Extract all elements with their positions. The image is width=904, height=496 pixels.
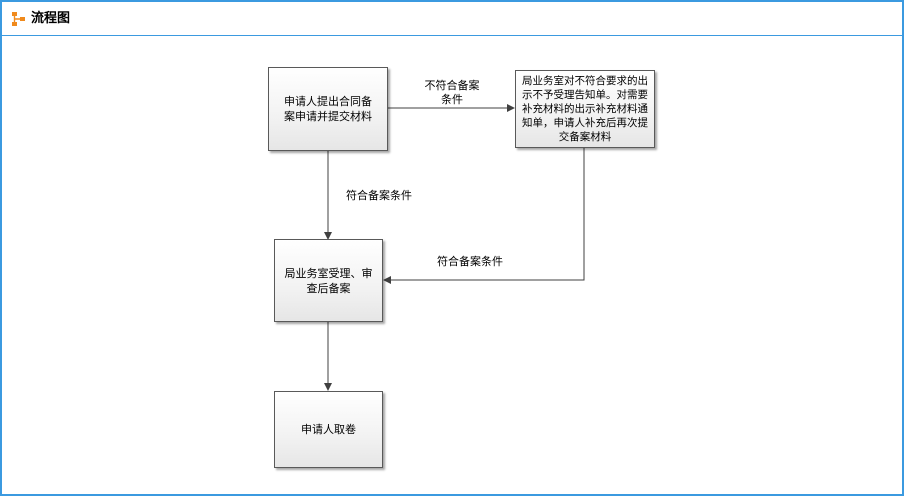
edge-label-not-meet-line1: 不符合备案 bbox=[424, 79, 480, 92]
connector-layer bbox=[324, 104, 585, 391]
node-collect: 申请人取卷 bbox=[274, 391, 383, 468]
edge-label-meet-down: 符合备案条件 bbox=[346, 189, 412, 202]
edge-reject-to-review bbox=[383, 148, 585, 284]
flowchart-canvas: 申请人提出合同备案申请并提交材料 局业务室对不符合要求的出示不予受理告知单。对需… bbox=[2, 36, 902, 494]
node-review: 局业务室受理、审查后备案 bbox=[274, 239, 383, 322]
node-apply: 申请人提出合同备案申请并提交材料 bbox=[268, 67, 388, 151]
node-reject: 局业务室对不符合要求的出示不予受理告知单。对需要补充材料的出示补充材料通知单，申… bbox=[515, 70, 655, 148]
flowchart-icon bbox=[12, 12, 25, 26]
panel-header: 流程图 bbox=[2, 2, 902, 36]
edge-label-meet-back: 符合备案条件 bbox=[437, 255, 503, 268]
page-title: 流程图 bbox=[31, 11, 71, 26]
edge-label-not-meet-line2: 条件 bbox=[441, 93, 463, 106]
